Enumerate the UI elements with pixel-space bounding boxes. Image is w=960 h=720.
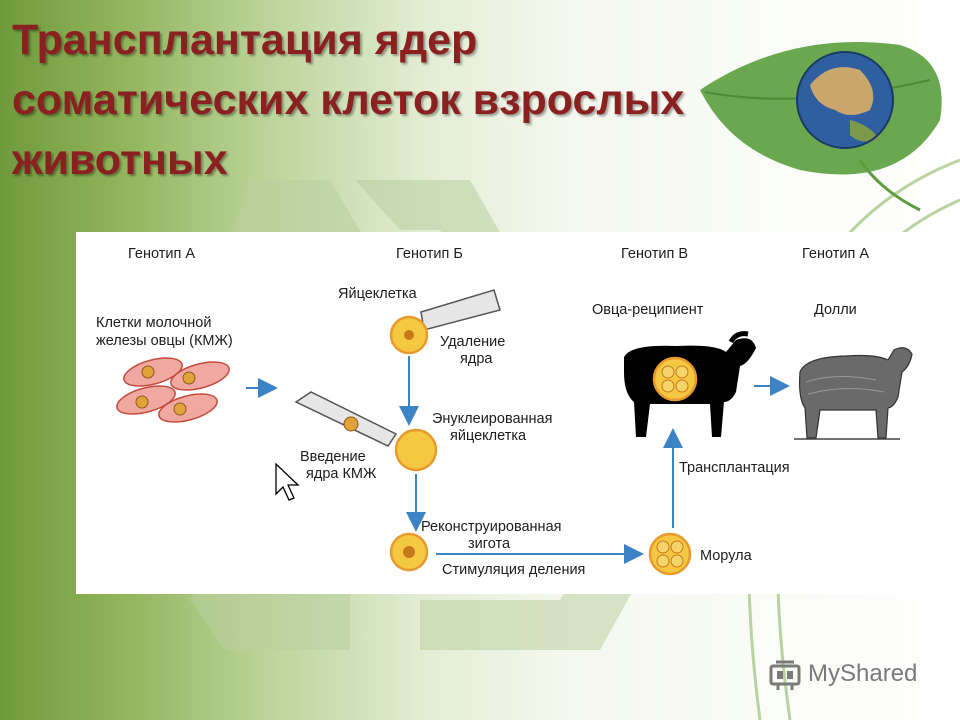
morula-icon [648, 532, 692, 576]
dolly-sheep-icon [794, 347, 913, 440]
recipient-label: Овца-реципиент [592, 302, 704, 318]
genotype-a-header: Генотип А [128, 246, 195, 262]
reconstructed-label-line2: зигота [468, 536, 511, 552]
enucleated-label-line2: яйцеклетка [450, 428, 527, 444]
mammary-cells-icon [116, 357, 230, 423]
nucleus-insertion-icon [294, 391, 438, 472]
reconstructed-zygote-icon [389, 532, 429, 572]
removal-label-line2: ядра [460, 351, 493, 367]
recipient-sheep-icon [624, 331, 756, 437]
insertion-label-line1: Введение [300, 449, 366, 465]
myshared-logo-icon [769, 660, 801, 690]
logo-text: MyShared [808, 660, 918, 687]
morula-label: Морула [700, 548, 753, 564]
insertion-label-line2: ядра КМЖ [306, 466, 377, 482]
stimulation-label: Стимуляция деления [442, 562, 585, 578]
reconstructed-label-line1: Реконструированная [421, 519, 561, 535]
mammary-cells-label-line1: Клетки молочной [96, 315, 211, 331]
enucleated-label-line1: Энуклеированная [432, 411, 552, 427]
genotype-b-header: Генотип Б [396, 246, 463, 262]
genotype-a2-header: Генотип А [802, 246, 869, 262]
genotype-v-header: Генотип В [621, 246, 688, 262]
transplantation-label: Трансплантация [679, 460, 790, 476]
dolly-label: Долли [814, 302, 857, 318]
cloning-diagram: Генотип А Генотип Б Генотип В Генотип А … [76, 232, 928, 594]
removal-label-line1: Удаление [440, 334, 505, 350]
earth-leaf-icon [700, 42, 942, 212]
mammary-cells-label-line2: железы овцы (КМЖ) [96, 333, 233, 349]
mouse-cursor-icon [275, 462, 300, 501]
myshared-logo: MyShared [768, 656, 938, 696]
egg-enucleation-icon [389, 289, 501, 355]
egg-label: Яйцеклетка [338, 286, 418, 302]
slide-title: Трансплантация ядер соматических клеток … [12, 16, 685, 184]
